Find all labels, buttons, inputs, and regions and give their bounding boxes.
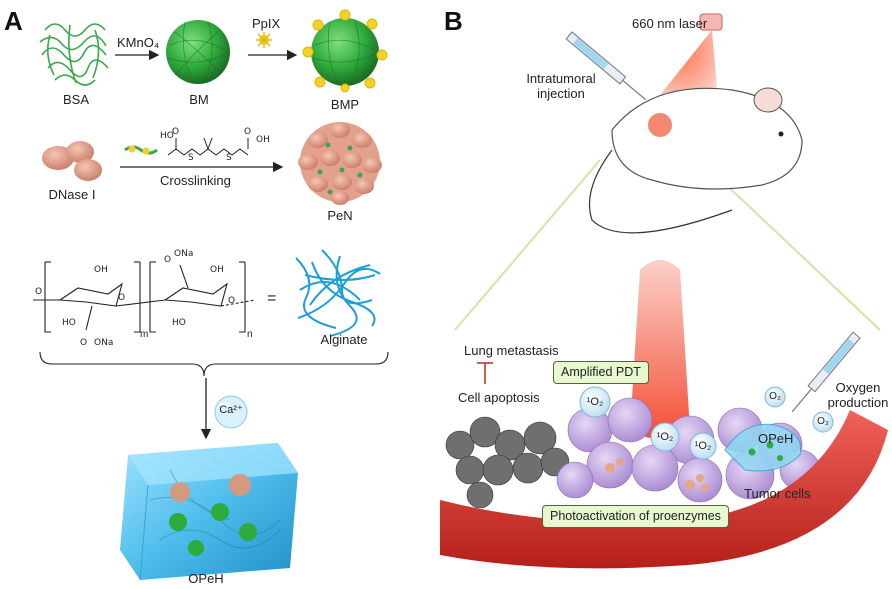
label-lung-metastasis: Lung metastasis <box>464 343 559 358</box>
bm-sphere-icon <box>166 20 230 84</box>
label-injection: Intratumoral injection <box>526 71 596 101</box>
label-singlet-o2-2: ¹O₂ <box>656 431 674 443</box>
svg-text:OH: OH <box>210 265 224 275</box>
alginate-chains-icon <box>295 249 381 337</box>
panel-label-a: A <box>4 6 23 36</box>
alginate-chemical-structure <box>33 261 256 333</box>
svg-text:O: O <box>172 127 179 137</box>
svg-text:ONa: ONa <box>174 249 193 259</box>
label-laser: 660 nm laser <box>632 16 708 31</box>
svg-text:O: O <box>80 338 87 348</box>
brace <box>39 351 389 377</box>
syringe-scene-icon <box>791 331 861 413</box>
label-bm: BM <box>189 92 209 107</box>
svg-text:HO: HO <box>62 318 76 328</box>
label-alginate: Alginate <box>320 332 368 347</box>
syringe-top-icon <box>565 31 647 101</box>
label-ca2: Ca²⁺ <box>219 404 243 416</box>
pen-nanoparticle-icon <box>298 122 382 205</box>
bmp-sphere-icon <box>302 9 388 93</box>
laser-beam-scene <box>630 260 690 439</box>
svg-text:HO: HO <box>172 318 186 328</box>
singlet-oxygen-bubbles <box>579 386 717 460</box>
label-bmp: BMP <box>330 97 360 112</box>
panel-label-b: B <box>444 6 463 36</box>
label-cell-apoptosis: Cell apoptosis <box>458 390 540 405</box>
svg-text:S: S <box>226 153 232 163</box>
tag-amplified-pdt: Amplified PDT <box>553 361 649 384</box>
tag-photoactivation: Photoactivation of proenzymes <box>542 505 729 528</box>
label-opeh-a: OPeH <box>188 571 224 586</box>
svg-text:O: O <box>118 293 125 303</box>
label-chem-m: m <box>140 329 149 340</box>
svg-text:HO: HO <box>160 131 174 141</box>
svg-text:ONa: ONa <box>94 338 113 348</box>
svg-text:O: O <box>244 127 251 137</box>
label-kmno4: KMnO₄ <box>117 35 160 50</box>
label-bsa: BSA <box>62 92 90 107</box>
ca-ion-bubble <box>214 395 248 429</box>
svg-text:O: O <box>228 296 235 306</box>
svg-text:O: O <box>164 255 171 265</box>
label-opeh-b: OPeH <box>758 431 794 446</box>
apoptotic-cells-cluster <box>445 416 570 509</box>
dnase-enzyme-icon <box>42 141 102 181</box>
label-chem-n: n <box>247 329 253 340</box>
label-pen: PeN <box>327 208 353 223</box>
svg-text:O: O <box>35 287 42 297</box>
svg-text:OH: OH <box>256 135 270 145</box>
svg-text:OH: OH <box>94 265 108 275</box>
blood-vessel <box>440 410 888 569</box>
crosslinker-structure <box>167 137 249 156</box>
label-tumor-cells: Tumor cells <box>744 486 811 501</box>
inhibition-symbol <box>477 362 493 384</box>
label-dnase: DNase I <box>48 187 96 202</box>
laser-device-icon <box>699 13 723 31</box>
label-singlet-o2-3: ¹O₂ <box>694 440 712 452</box>
ppix-star-icon <box>256 32 272 48</box>
oxygen-droplets <box>764 386 834 433</box>
label-o2-1: O₂ <box>769 391 781 402</box>
opeh-hydrogel-icon <box>120 443 298 581</box>
label-o2-2: O₂ <box>817 416 829 427</box>
label-singlet-o2-1: ¹O₂ <box>586 396 604 408</box>
label-oxygen-production: Oxygen production <box>827 380 889 410</box>
label-ppix: PpIX <box>252 16 281 31</box>
label-crosslinking: Crosslinking <box>160 173 231 188</box>
mouse-icon <box>588 87 803 234</box>
svg-text:S: S <box>188 153 194 163</box>
bsa-protein-icon <box>39 23 109 86</box>
label-chem-eq: = <box>267 290 277 307</box>
crosslinker-molecule-icon <box>124 145 158 155</box>
